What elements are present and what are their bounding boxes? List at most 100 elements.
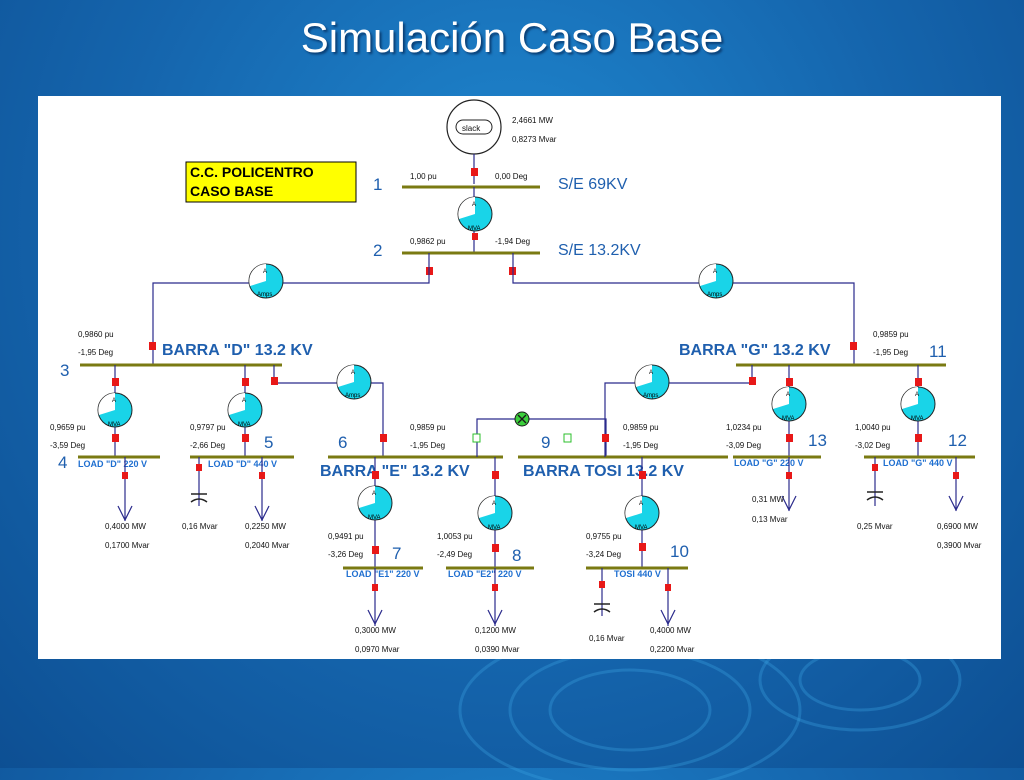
tie-switch-icon[interactable] [514,411,530,427]
breaker[interactable] [372,471,379,479]
svg-text:MVA: MVA [238,422,251,428]
load-arrow [117,505,133,522]
title-box-line2: CASO BASE [190,183,273,199]
amps-gauge-right[interactable]: A Amps [698,263,734,299]
mva-gauge[interactable]: A MVA [624,495,660,531]
bus-number-1: 1 [373,175,382,194]
breaker[interactable] [665,584,671,591]
svg-text:A: A [351,370,355,376]
bus-number-9: 9 [541,433,550,452]
load-d440-mw: 0,2250 MW [245,522,286,531]
load-e1-name: LOAD "E1" 220 V [346,569,420,579]
svg-text:A: A [112,398,116,404]
capacitor-icon [866,491,884,501]
breaker[interactable] [786,378,793,386]
breaker[interactable] [242,434,249,442]
breaker[interactable] [471,168,478,176]
breaker[interactable] [749,377,756,385]
breaker[interactable] [472,233,478,240]
tosi440-deg: -3,24 Deg [586,550,621,559]
load-d440-pu: 0,9797 pu [190,423,226,432]
tosi440-name: TOSI 440 V [614,569,661,579]
breaker[interactable] [850,342,857,350]
amps-gauge[interactable]: A Amps [634,364,670,400]
breaker[interactable] [372,546,379,554]
mva-gauge[interactable]: A MVA [477,495,513,531]
mva-gauge[interactable]: A MVA [900,386,936,422]
one-line-diagram-panel: C.C. POLICENTRO CASO BASE slack 2,4661 M… [38,96,1001,659]
svg-text:MVA: MVA [468,226,481,232]
amps-gauge-left[interactable]: A Amps [248,263,284,299]
mva-gauge[interactable]: A MVA [457,196,493,232]
breaker[interactable] [915,378,922,386]
breaker[interactable] [915,434,922,442]
mva-gauge[interactable]: A MVA [771,386,807,422]
bus-number-8: 8 [512,546,521,565]
slack-generator[interactable]: slack [446,99,502,184]
bus-number-11: 11 [929,342,947,361]
slide-title: Simulación Caso Base [300,14,724,61]
mva-gauge[interactable]: A MVA [97,392,133,428]
load-g440-cap: 0,25 Mvar [857,522,893,531]
breaker[interactable] [953,472,959,479]
svg-text:A: A [263,269,267,275]
svg-text:MVA: MVA [368,515,381,521]
breaker[interactable] [112,378,119,386]
breaker[interactable] [492,544,499,552]
substation-69kv-label: S/E 69KV [558,176,628,193]
breaker[interactable] [786,472,792,479]
load-e2-mw: 0,1200 MW [475,626,516,635]
load-d220-name: LOAD "D" 220 V [78,459,147,469]
breaker[interactable] [242,378,249,386]
breaker[interactable] [492,471,499,479]
slack-label: slack [462,124,481,133]
load-arrow [948,495,964,512]
load-arrow [254,505,270,522]
load-g220-name: LOAD "G" 220 V [734,458,804,468]
breaker[interactable] [602,434,609,442]
breaker[interactable] [112,434,119,442]
breaker[interactable] [639,471,646,479]
amps-gauge[interactable]: A Amps [336,364,372,400]
bus-number-4: 4 [58,453,67,472]
svg-text:Amps: Amps [643,393,658,399]
load-g220-mw: 0,31 MW [752,495,784,504]
mva-gauge[interactable]: A MVA [357,485,393,521]
load-e1-mw: 0,3000 MW [355,626,396,635]
breaker[interactable] [372,584,378,591]
breaker[interactable] [259,472,265,479]
svg-text:A: A [915,392,919,398]
breaker[interactable] [599,581,605,588]
barra-e-pu: 0,9859 pu [410,423,446,432]
tosi440-cap: 0,16 Mvar [589,634,625,643]
breaker[interactable] [380,434,387,442]
svg-text:MVA: MVA [782,416,795,422]
svg-text:Amps: Amps [707,292,722,298]
bus2-deg: -1,94 Deg [495,237,530,246]
breaker[interactable] [786,434,793,442]
open-breaker[interactable] [472,433,481,443]
breaker[interactable] [492,584,498,591]
load-g440-mvar: 0,3900 Mvar [937,541,982,550]
bus-number-6: 6 [338,433,347,452]
breaker[interactable] [196,464,202,471]
barra-tosi-pu: 0,9859 pu [623,423,659,432]
breaker[interactable] [639,543,646,551]
breaker[interactable] [872,464,878,471]
barra-d-pu: 0,9860 pu [78,330,114,339]
bus-number-10: 10 [670,542,689,561]
tosi440-mw: 0,4000 MW [650,626,691,635]
bus1-deg: 0,00 Deg [495,172,527,181]
open-breaker[interactable] [563,433,572,443]
breaker[interactable] [122,472,128,479]
svg-text:A: A [472,202,476,208]
breaker[interactable] [149,342,156,350]
barra-tosi-name: BARRA TOSI 13.2 KV [523,463,684,480]
tosi440-pu: 0,9755 pu [586,532,622,541]
load-g440-mw: 0,6900 MW [937,522,978,531]
mva-gauge[interactable]: A MVA [227,392,263,428]
slack-mw: 2,4661 MW [512,116,553,125]
load-g440-name: LOAD "G" 440 V [883,458,953,468]
breaker[interactable] [271,377,278,385]
barra-e-deg: -1,95 Deg [410,441,445,450]
